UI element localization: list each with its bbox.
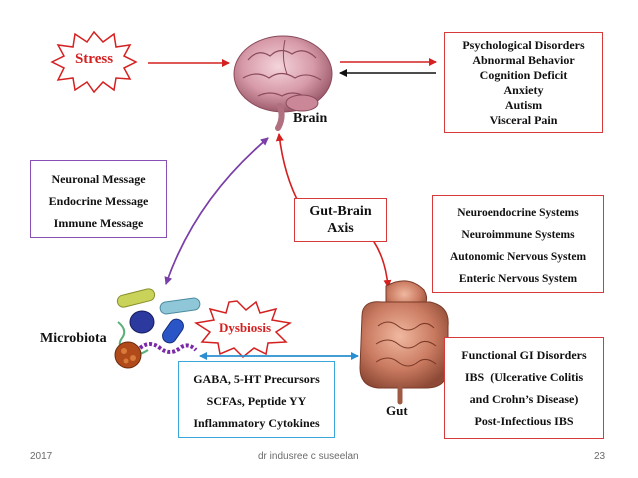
dysbiosis-starburst: [193, 300, 293, 359]
effect-item: Abnormal Behavior: [472, 53, 575, 67]
effect-item: Anxiety: [503, 83, 544, 97]
effect-item: Autism: [504, 98, 543, 112]
disorder-item: Post-Infectious IBS: [474, 414, 574, 428]
effect-item: Psychological Disorders: [462, 38, 585, 52]
bacteria-illustration: [114, 288, 201, 369]
metabolite-item: GABA, 5-HT Precursors: [193, 372, 320, 386]
microbiota-label: Microbiota: [40, 331, 107, 346]
disorder-item: IBS (Ulcerative Colitis: [464, 370, 584, 384]
gut-illustration: [359, 280, 449, 405]
metabolites-box: GABA, 5-HT Precursors SCFAs, Peptide YY …: [178, 361, 335, 438]
effect-item: Visceral Pain: [489, 113, 558, 127]
brain-label: Brain: [293, 111, 328, 126]
axis-line-2: Axis: [327, 221, 354, 236]
message-item: Neuronal Message: [51, 172, 146, 186]
axis-to-brain-arrow: [275, 133, 301, 206]
metabolite-item: Inflammatory Cytokines: [193, 416, 320, 430]
systems-box: Neuroendocrine Systems Neuroimmune Syste…: [432, 195, 604, 293]
system-item: Neuroimmune Systems: [461, 229, 575, 241]
footer-page-number: 23: [594, 451, 606, 462]
brain-effects-box: Psychological Disorders Abnormal Behavio…: [444, 32, 603, 133]
system-item: Enteric Nervous System: [458, 273, 578, 285]
footer-author: dr indusree c suseelan: [258, 451, 359, 462]
gi-disorders-box: Functional GI Disorders IBS (Ulcerative …: [444, 337, 604, 439]
metabolite-item: SCFAs, Peptide YY: [206, 394, 307, 408]
gut-label: Gut: [386, 403, 408, 418]
disorder-item: Functional GI Disorders: [461, 348, 587, 362]
stress-starburst: [50, 30, 138, 94]
axis-line-1: Gut-Brain: [309, 204, 372, 219]
gut-brain-axis-box: Gut-Brain Axis: [294, 198, 387, 242]
message-item: Immune Message: [53, 216, 144, 230]
disorder-item: and Crohn’s Disease): [469, 392, 579, 406]
stress-label: Stress: [74, 51, 114, 67]
system-item: Neuroendocrine Systems: [457, 207, 579, 219]
brain-illustration: [233, 35, 333, 131]
microbiota-to-brain-arrow: [165, 137, 269, 285]
effect-item: Cognition Deficit: [479, 68, 568, 82]
brain-to-microbiota-arrow: [164, 137, 269, 285]
messages-box: Neuronal Message Endocrine Message Immun…: [30, 160, 167, 238]
system-item: Autonomic Nervous System: [449, 251, 587, 263]
dysbiosis-label: Dysbiosis: [218, 320, 272, 335]
message-item: Endocrine Message: [48, 194, 149, 208]
footer-year: 2017: [30, 451, 53, 462]
